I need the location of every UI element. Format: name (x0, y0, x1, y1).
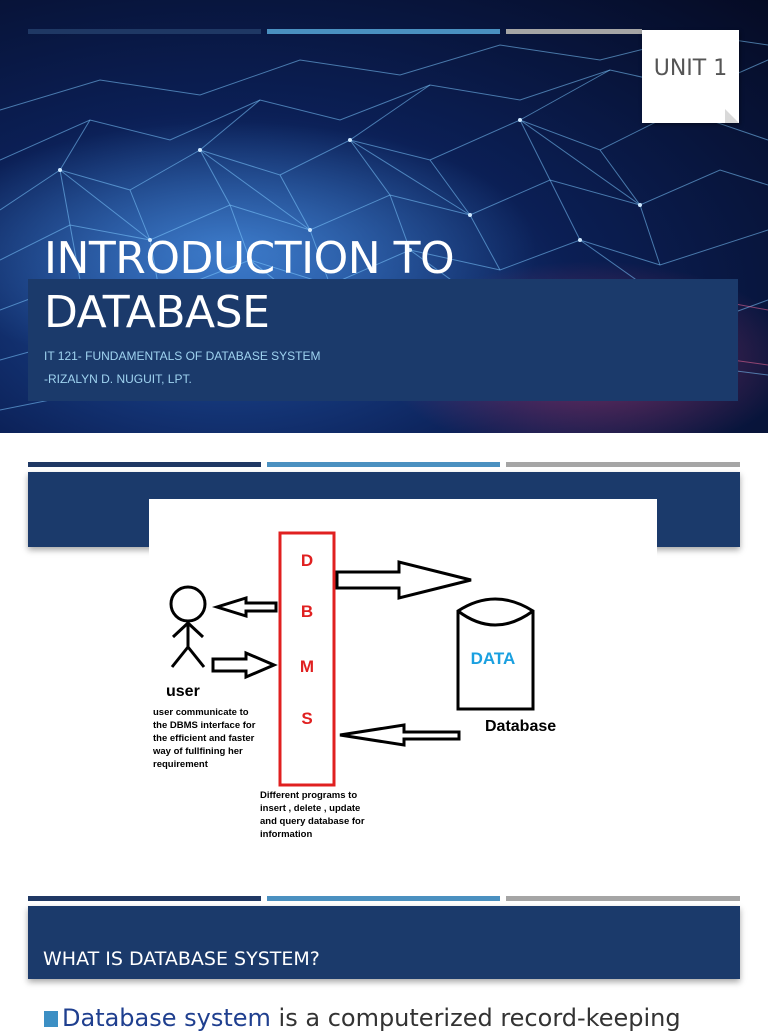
title-slide: UNIT 1 INTRODUCTION TO DATABASE IT 121- … (0, 0, 768, 433)
user-note-line: way of fullfining her (152, 746, 243, 757)
dbms-letter-d: D (301, 551, 313, 570)
slide-title: WHAT IS DATABASE SYSTEM? (43, 948, 320, 970)
slide-header-band (28, 906, 740, 979)
user-stick-figure-icon (169, 585, 207, 668)
unit-label: UNIT 1 (653, 56, 728, 81)
slide-title: INTRODUCTION TO DATABASE (44, 233, 455, 338)
programs-note-line: information (260, 829, 312, 840)
arrow-left-to-user-icon (211, 595, 278, 619)
database-label: Database (485, 718, 556, 735)
dbms-diagram-slide: D B M S user user communicate to the DBM… (0, 433, 768, 880)
accent-bar-gray (506, 29, 642, 34)
accent-bar-gray (506, 462, 740, 467)
accent-bar-light (267, 29, 500, 34)
arrow-left-from-database-icon (339, 723, 461, 747)
accent-bar-gray (506, 896, 740, 901)
programs-note: Different programs to insert , delete , … (260, 790, 365, 840)
user-note-line: requirement (153, 759, 209, 770)
dbms-letter-m: M (300, 657, 314, 676)
database-cylinder-icon (456, 597, 535, 711)
accent-bar-dark (28, 29, 261, 34)
user-label: user (166, 683, 200, 700)
user-note-line: the DBMS interface for (153, 720, 256, 731)
bullet-item: Database system is a computerized record… (44, 1004, 681, 1032)
data-label: DATA (471, 649, 516, 668)
unit-sticky-note: UNIT 1 (642, 30, 739, 123)
dbms-box (278, 531, 336, 787)
database-system-link[interactable]: Database system (62, 1004, 271, 1032)
user-note: user communicate to the DBMS interface f… (152, 707, 256, 770)
database-system-slide: WHAT IS DATABASE SYSTEM? Database system… (0, 880, 768, 1032)
programs-note-line: and query database for (260, 816, 365, 827)
diagram-canvas: D B M S user user communicate to the DBM… (152, 531, 556, 840)
course-subtitle: IT 121- FUNDAMENTALS OF DATABASE SYSTEM (44, 349, 321, 363)
dbms-letter-s: S (301, 709, 312, 728)
dbms-letter-b: B (301, 602, 313, 621)
bullet-square-icon (44, 1011, 58, 1027)
author-subtitle: -RIZALYN D. NUGUIT, LPT. (44, 372, 192, 386)
dbms-diagram: D B M S user user communicate to the DBM… (149, 499, 657, 849)
programs-note-line: Different programs to (260, 790, 357, 801)
accent-bar-light (267, 462, 500, 467)
folded-corner (725, 109, 739, 123)
accent-bar-dark (28, 896, 261, 901)
bullet-text: is a computerized record-keeping (270, 1004, 681, 1032)
arrow-right-from-user-icon (211, 650, 278, 680)
accent-bar-light (267, 896, 500, 901)
user-note-line: user communicate to (153, 707, 249, 718)
arrow-right-to-database-icon (335, 560, 472, 600)
accent-bar-dark (28, 462, 261, 467)
title-box (28, 279, 738, 401)
user-note-line: the efficient and faster (153, 733, 255, 744)
programs-note-line: insert , delete , update (260, 803, 360, 814)
